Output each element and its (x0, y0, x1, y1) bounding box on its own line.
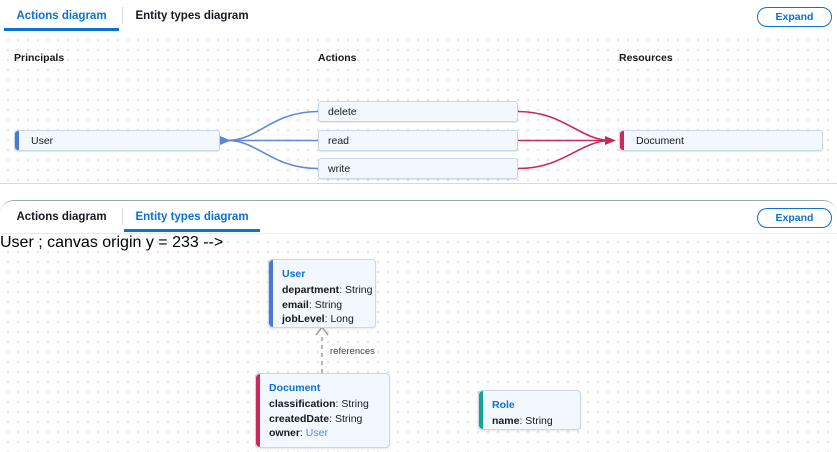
attribute-type: String (334, 412, 363, 425)
node-accent-bar (15, 131, 19, 150)
entity-accent-bar (256, 374, 260, 447)
tab-divider (122, 7, 123, 24)
entity-attribute: owner: User (269, 426, 379, 441)
edge-delete-document (517, 110, 612, 142)
column-header-resources: Resources (619, 52, 673, 64)
tab-actions-diagram[interactable]: Actions diagram (4, 0, 119, 31)
attribute-separator: : (299, 427, 306, 439)
actions-diagram-canvas[interactable]: Principals Actions Resources User delete (0, 32, 837, 183)
attribute-name: email (282, 298, 309, 311)
entity-title: User (282, 268, 306, 280)
attribute-type: Long (330, 313, 354, 325)
attribute-type-reference[interactable]: User (305, 427, 328, 439)
entity-attribute: department: String (282, 283, 372, 298)
edge-write-document (517, 139, 612, 170)
relation-arrowhead (315, 325, 329, 336)
entity-attribute: email: String (282, 298, 365, 313)
tab-bar-actions-panel: Actions diagram Entity types diagram Exp… (0, 0, 837, 33)
entity-attribute: classification: String (269, 397, 379, 412)
attribute-separator: : (329, 412, 335, 425)
entity-card-document[interactable]: Document classification: String createdD… (255, 373, 390, 448)
entity-attribute: jobLevel: Long (282, 312, 365, 327)
flow-node-label: read (328, 134, 350, 147)
tab-entity-types-diagram[interactable]: Entity types diagram (124, 201, 260, 232)
attribute-name: createdDate (269, 412, 330, 425)
entity-title: Document (269, 382, 321, 394)
attribute-type: String (341, 398, 369, 410)
attribute-separator: : (335, 398, 342, 410)
flow-node-document[interactable]: Document (619, 130, 823, 151)
tab-label: Actions diagram (16, 210, 107, 223)
node-accent-bar (620, 131, 624, 150)
tab-label: Actions diagram (16, 9, 107, 22)
attribute-name: owner (269, 427, 300, 439)
attribute-type: String (525, 415, 553, 427)
entity-types-diagram-panel: Actions diagram Entity types diagram Exp… (0, 200, 837, 452)
entity-accent-bar (269, 260, 273, 327)
attribute-name: jobLevel (282, 313, 325, 325)
entity-attribute: createdDate: String (269, 412, 379, 427)
attribute-name: name (492, 415, 520, 427)
flow-node-user[interactable]: User (14, 130, 220, 151)
attribute-separator: : (324, 313, 331, 325)
tab-entity-types-diagram[interactable]: Entity types diagram (124, 0, 260, 31)
attribute-type: String (345, 284, 373, 296)
column-header-principals: Principals (14, 52, 65, 64)
expand-button-label: Expand (775, 11, 814, 23)
attribute-separator: : (519, 415, 526, 427)
edge-arrow-principal (220, 136, 231, 145)
entity-accent-bar (479, 391, 483, 429)
edge-user-write (220, 139, 319, 170)
flow-node-label: User (31, 134, 54, 147)
entity-card-user[interactable]: User department: String email: String jo… (268, 259, 376, 328)
tab-label: Entity types diagram (135, 210, 249, 223)
flow-node-write[interactable]: write (318, 158, 518, 179)
flow-node-delete[interactable]: delete (318, 101, 518, 122)
flow-node-label: Document (636, 134, 684, 147)
tab-actions-diagram[interactable]: Actions diagram (4, 201, 119, 232)
attribute-name: classification (269, 398, 336, 410)
flow-node-label: write (328, 162, 351, 175)
entity-types-diagram-canvas[interactable]: User ; canvas origin y = 233 --> referen… (0, 234, 837, 452)
edge-arrow-resource (605, 136, 616, 145)
entity-title: Role (492, 399, 515, 411)
attribute-type: String (314, 298, 343, 311)
attribute-separator: : (339, 284, 346, 296)
expand-button-label: Expand (775, 212, 814, 224)
expand-button[interactable]: Expand (757, 7, 832, 27)
column-header-actions: Actions (318, 52, 357, 64)
entity-attribute: name: String (492, 414, 570, 429)
tab-divider (122, 208, 123, 225)
attribute-name: department (282, 284, 340, 296)
flow-node-label: delete (328, 105, 357, 118)
edge-user-delete (220, 110, 319, 142)
attribute-separator: : (308, 298, 315, 311)
entity-relations (315, 325, 329, 373)
expand-button[interactable]: Expand (757, 208, 832, 228)
tab-label: Entity types diagram (135, 9, 249, 22)
relation-label-references: references (330, 346, 375, 357)
flow-node-read[interactable]: read (318, 130, 518, 151)
tab-bar-entities-panel: Actions diagram Entity types diagram Exp… (0, 201, 837, 234)
actions-diagram-panel: Actions diagram Entity types diagram Exp… (0, 0, 837, 184)
entity-card-role[interactable]: Role name: String (478, 390, 581, 430)
